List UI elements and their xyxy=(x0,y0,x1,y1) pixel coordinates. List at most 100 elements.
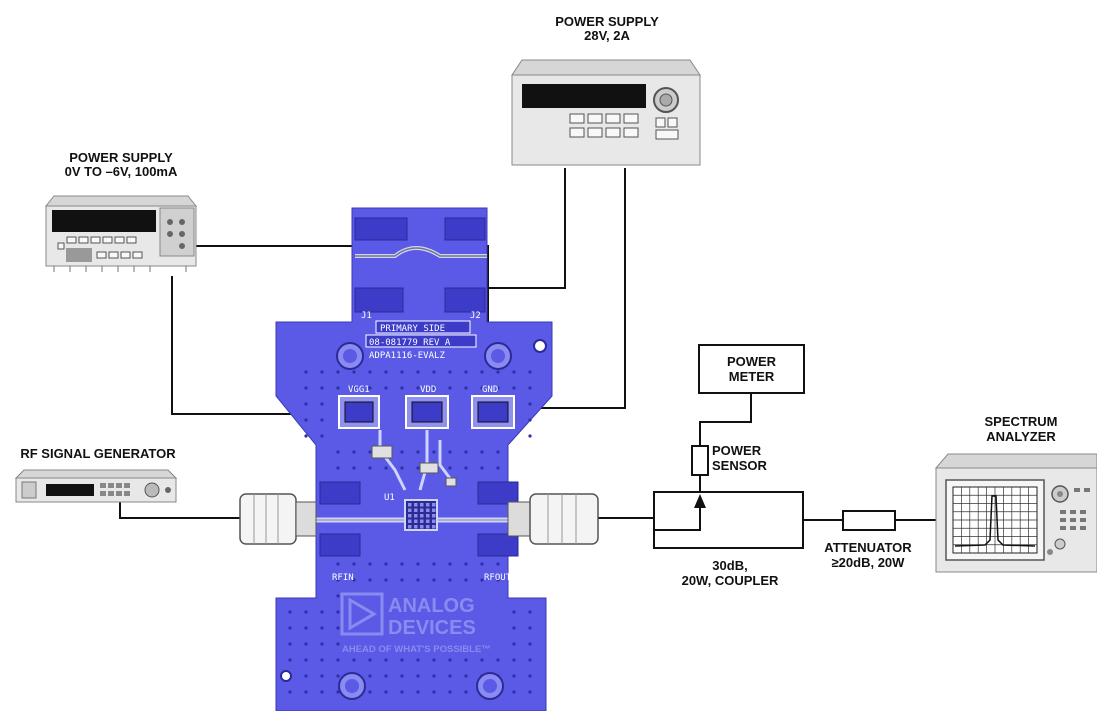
label-psu-low-rating: 0V TO –6V, 100mA xyxy=(64,164,178,179)
chip-pad xyxy=(414,525,418,529)
wire-meter-to-sensor xyxy=(699,393,752,446)
via-dot xyxy=(464,658,468,662)
chip-pad xyxy=(414,514,418,518)
pad-rfout-top xyxy=(477,481,519,505)
label-gnd: GND xyxy=(482,385,498,395)
sma-connector-rfout xyxy=(507,493,599,545)
label-psu-28v-title: POWER SUPPLY xyxy=(555,14,659,29)
spectrum-trace xyxy=(954,495,1036,547)
power-sensor-resistor xyxy=(691,445,709,476)
chip-pad xyxy=(408,519,412,523)
via-dot xyxy=(352,370,356,374)
label-vdd: VDD xyxy=(420,385,436,395)
via-dot xyxy=(496,386,500,390)
via-dot xyxy=(304,626,308,630)
via-dot xyxy=(480,578,484,582)
via-dot xyxy=(528,434,532,438)
pad-j1-bottom xyxy=(354,287,404,313)
via-dot xyxy=(336,658,340,662)
label-power-meter-line2: METER xyxy=(728,369,775,384)
via-dot xyxy=(336,562,340,566)
label-power-sensor: POWER SENSOR xyxy=(712,443,780,473)
via-dot xyxy=(320,418,324,422)
pad-j1-top xyxy=(354,217,408,241)
via-dot xyxy=(464,386,468,390)
via-dot xyxy=(464,562,468,566)
via-dot xyxy=(384,562,388,566)
via-dot xyxy=(320,434,324,438)
label-primary-side: PRIMARY SIDE xyxy=(380,324,445,334)
via-dot xyxy=(416,674,420,678)
via-dot xyxy=(528,610,532,614)
chip-pad xyxy=(414,503,418,507)
chip-pad xyxy=(432,514,436,518)
keypad-buttons xyxy=(1060,488,1090,530)
via-dot xyxy=(288,626,292,630)
via-dot xyxy=(528,386,532,390)
via-dot xyxy=(384,658,388,662)
via-dot xyxy=(464,690,468,694)
via-dot xyxy=(464,450,468,454)
via-dot xyxy=(464,674,468,678)
chip-pad xyxy=(408,514,412,518)
label-j2: J2 xyxy=(470,311,481,321)
via-dot xyxy=(320,370,324,374)
chip-pad xyxy=(426,514,430,518)
label-power-meter: POWER METER xyxy=(699,354,804,384)
via-dot xyxy=(432,562,436,566)
chip-pad xyxy=(408,508,412,512)
label-vgg: VGG1 xyxy=(348,385,370,395)
via-dot xyxy=(368,674,372,678)
via-dot xyxy=(496,658,500,662)
label-model: ADPA1116-EVALZ xyxy=(369,351,445,361)
via-dot xyxy=(448,578,452,582)
label-rfin: RFIN xyxy=(332,573,354,583)
label-attenuator: ATTENUATOR ≥20dB, 20W xyxy=(808,540,928,570)
label-power-sensor-line1: POWER xyxy=(712,443,762,458)
via-dot xyxy=(352,466,356,470)
via-dot xyxy=(496,450,500,454)
chip-pad xyxy=(426,503,430,507)
via-dot xyxy=(512,370,516,374)
via-dot xyxy=(448,658,452,662)
via-dot xyxy=(336,642,340,646)
via-dot xyxy=(528,402,532,406)
via-dot xyxy=(320,674,324,678)
via-dot xyxy=(528,642,532,646)
via-dot xyxy=(304,674,308,678)
pad-j2-top xyxy=(444,217,486,241)
via-dot xyxy=(368,370,372,374)
via-dot xyxy=(432,674,436,678)
via-dot xyxy=(368,466,372,470)
via-dot xyxy=(304,434,308,438)
via-dot xyxy=(400,386,404,390)
via-dot xyxy=(432,370,436,374)
via-pattern xyxy=(288,370,532,694)
via-dot xyxy=(432,386,436,390)
via-dot xyxy=(352,658,356,662)
via-dot xyxy=(384,466,388,470)
via-dot xyxy=(336,370,340,374)
via-dot xyxy=(416,578,420,582)
via-dot xyxy=(336,610,340,614)
via-dot xyxy=(336,450,340,454)
via-dot xyxy=(336,578,340,582)
pcb-outline xyxy=(275,207,553,711)
via-dot xyxy=(368,562,372,566)
via-dot xyxy=(496,578,500,582)
via-dot xyxy=(512,690,516,694)
via-dot xyxy=(496,466,500,470)
pad-rfin-bottom xyxy=(319,533,361,557)
rf-signal-generator xyxy=(14,469,178,503)
via-dot xyxy=(448,674,452,678)
label-spectrum-analyzer: SPECTRUM ANALYZER xyxy=(966,414,1076,444)
via-dot xyxy=(368,578,372,582)
chip-pad xyxy=(420,503,424,507)
capacitor xyxy=(419,462,439,474)
via-dot xyxy=(400,370,404,374)
via-dot xyxy=(528,418,532,422)
via-dot xyxy=(304,370,308,374)
via-dot xyxy=(464,578,468,582)
via-dot xyxy=(528,370,532,374)
